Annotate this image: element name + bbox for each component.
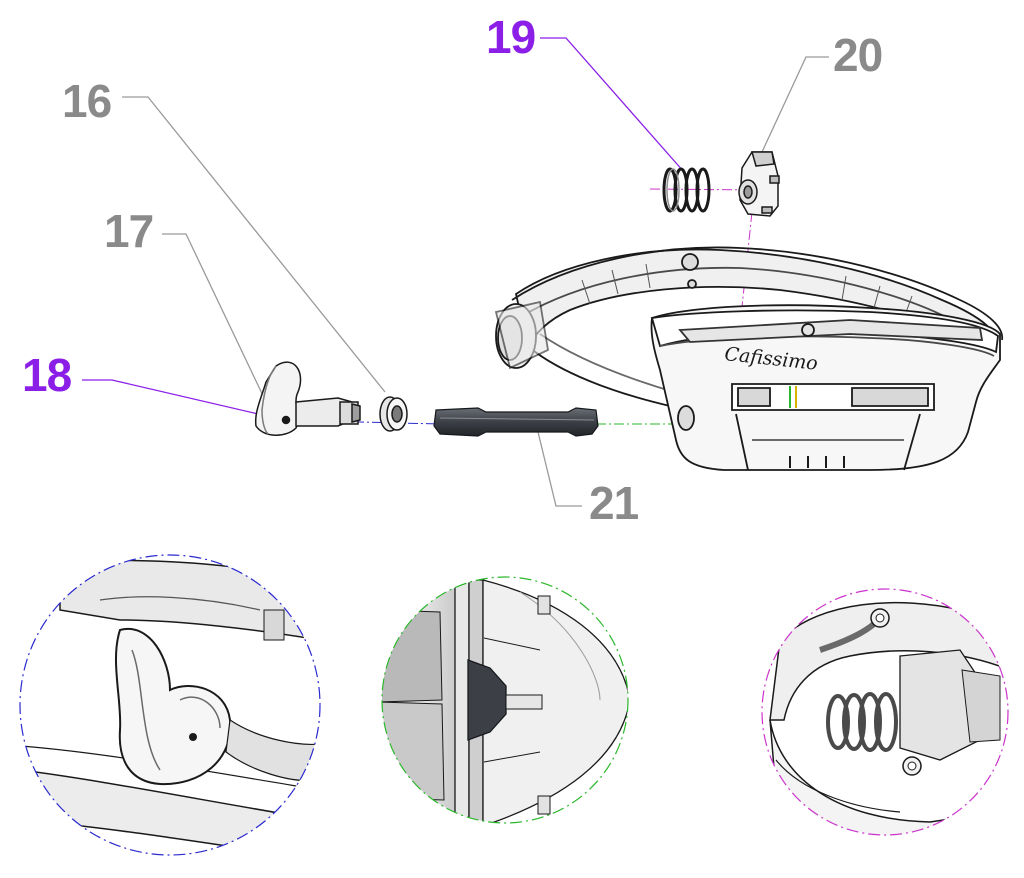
cap-part-20 xyxy=(738,151,780,217)
callout-20: 20 xyxy=(833,29,883,81)
leader-18 xyxy=(82,379,285,421)
leader-lines xyxy=(82,37,829,507)
leader-21 xyxy=(537,431,582,507)
leader-17 xyxy=(162,233,267,403)
callout-19: 19 xyxy=(486,11,536,63)
callout-17: 17 xyxy=(104,205,154,257)
bushing-part-16 xyxy=(379,396,408,432)
spring-part-19 xyxy=(662,167,711,213)
leader-16 xyxy=(122,96,386,393)
leader-20 xyxy=(761,56,829,153)
main-housing xyxy=(494,246,1003,471)
callout-21: 21 xyxy=(589,477,639,529)
axle-part-21 xyxy=(433,407,599,437)
axle-detail-view xyxy=(381,576,629,824)
lever-part-17 xyxy=(254,361,361,436)
spring-detail-view xyxy=(761,588,1009,836)
lever-detail-view xyxy=(19,554,321,856)
callout-18: 18 xyxy=(22,349,72,401)
pin-part-18 xyxy=(281,415,291,425)
callout-16: 16 xyxy=(62,75,112,127)
leader-19 xyxy=(540,37,685,173)
